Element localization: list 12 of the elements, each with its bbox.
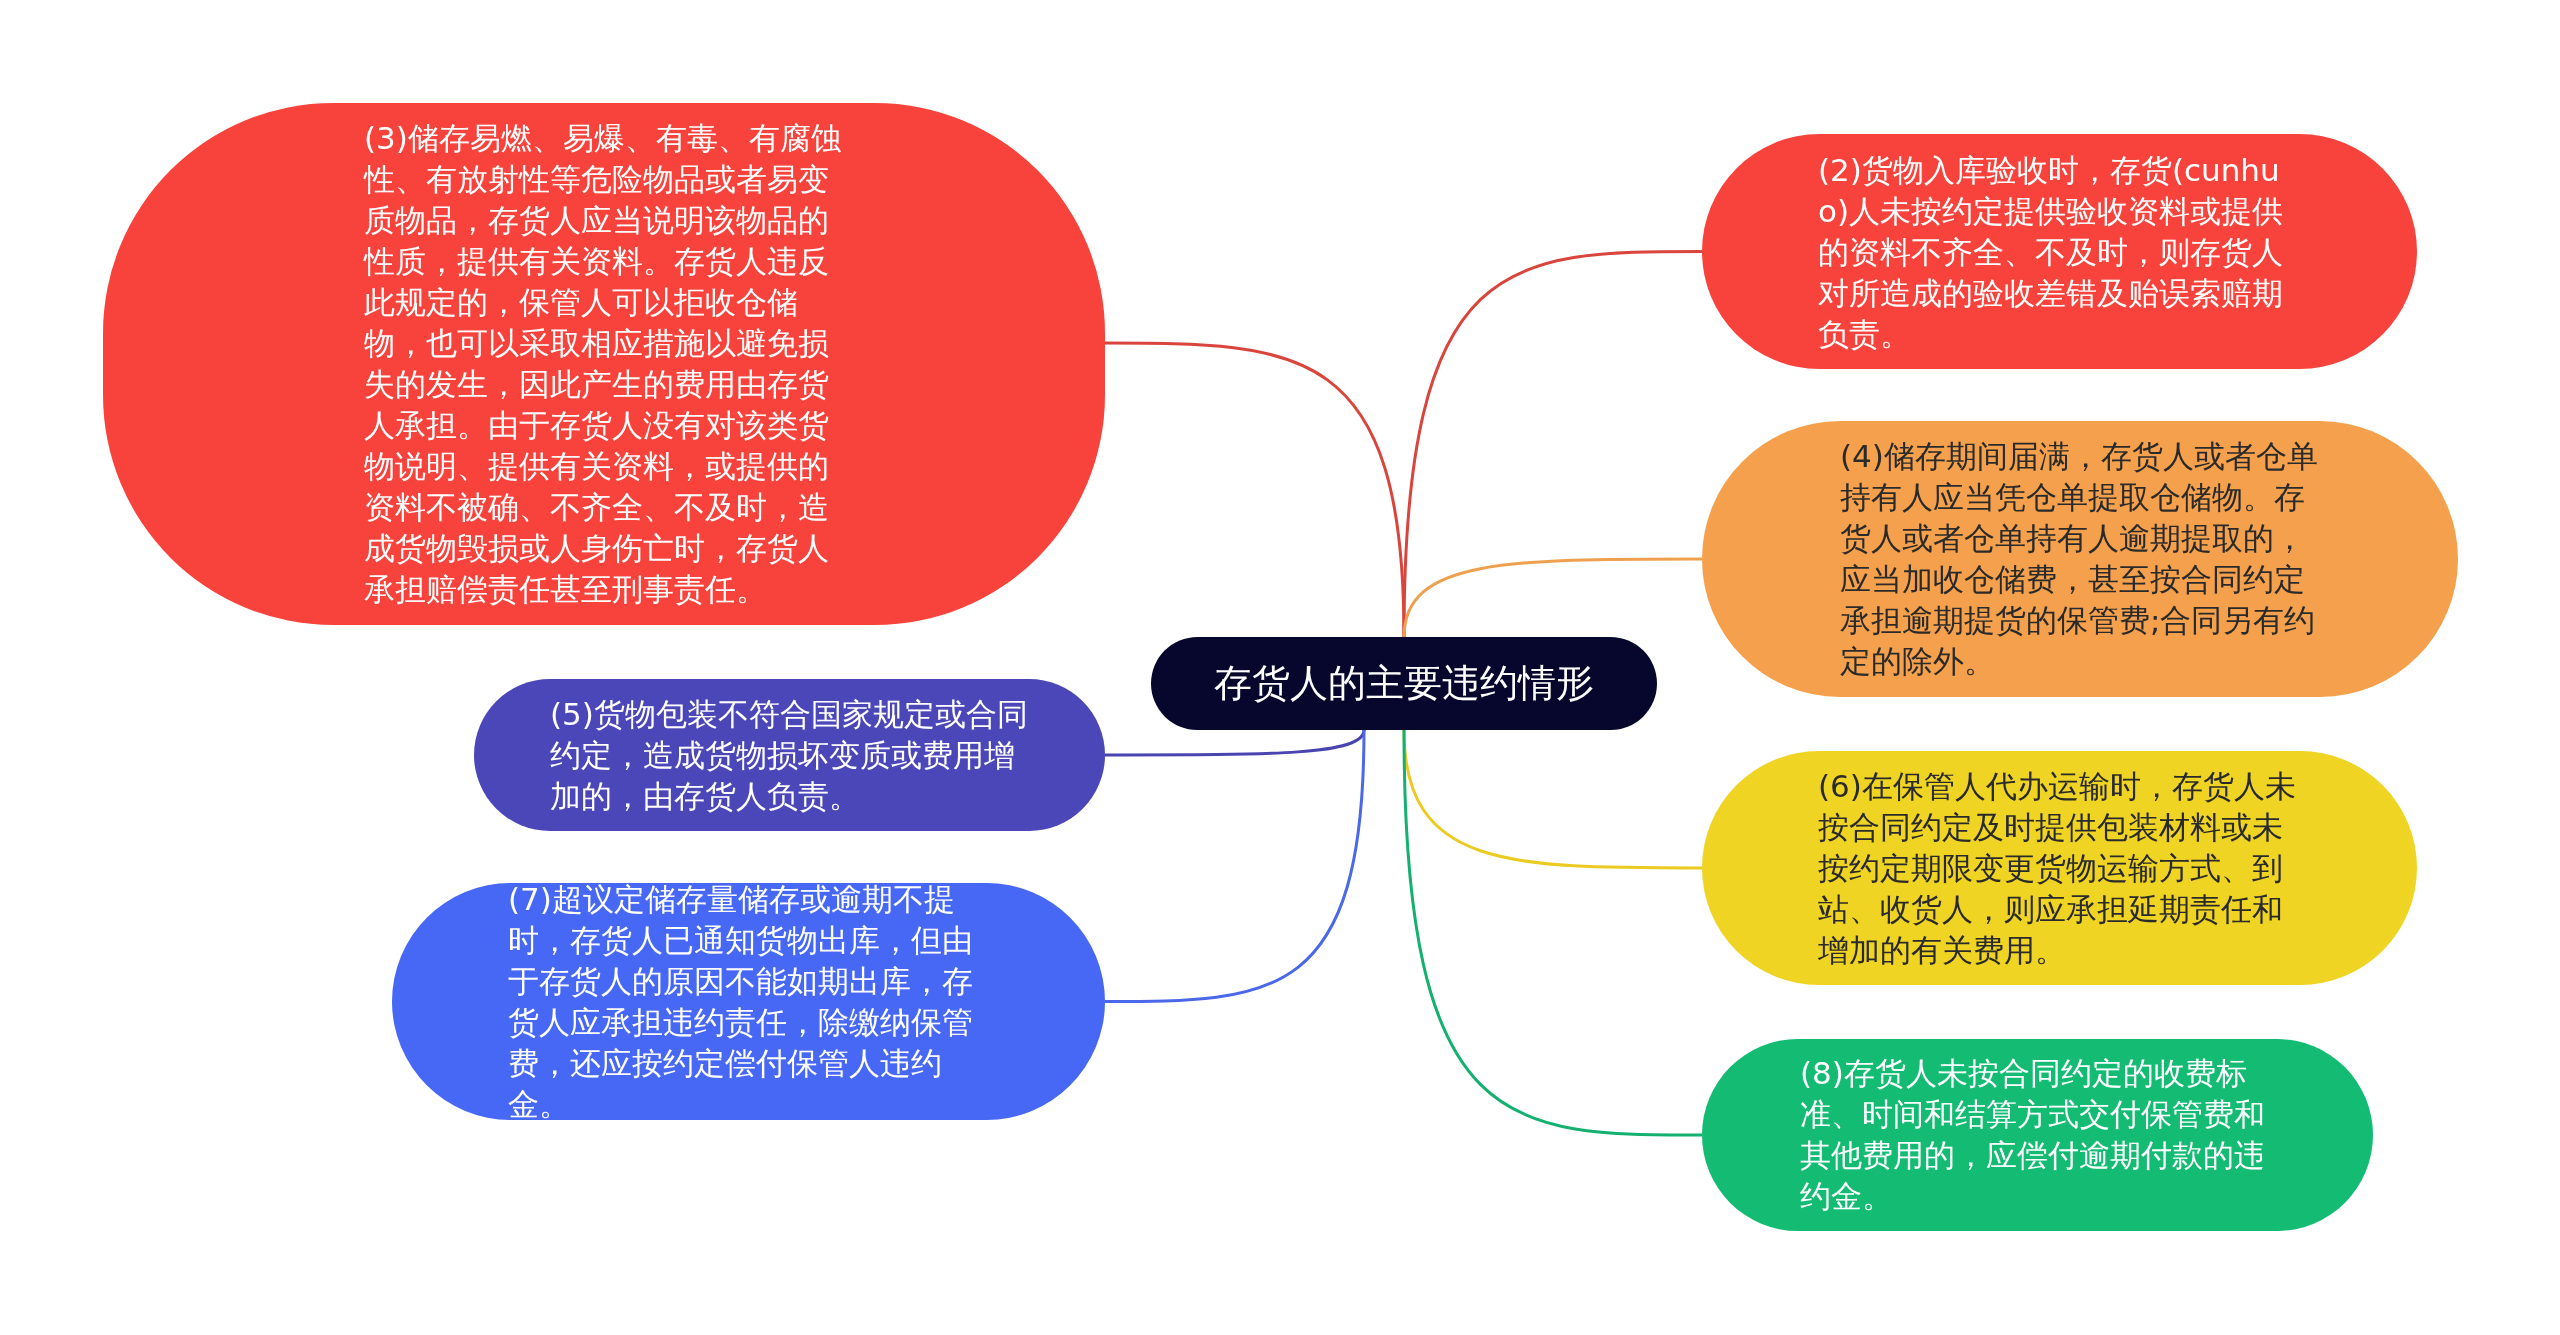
connector-line: [1402, 729, 1702, 1137]
topic-text: (7)超议定储存量储存或逾期不提时，存货人已通知货物出库，但由于存货人的原因不能如期出库，存货人应承担违约责任，除缴纳保管费，还应按约定偿付保管人违约金。: [508, 879, 974, 1124]
topic-text: (6)在保管人代办运输时，存货人未按合同约定及时提供包装材料或未按约定期限变更货物运输方式、到站、收货人，则应承担延期责任和增加的有关费用。: [1818, 766, 2297, 970]
topic-text: (2)货物入库验收时，存货(cunhuo)人未按约定提供验收资料或提供的资料不齐全、不及时，则存货人对所造成的验收差错及贻误索赔期负责。: [1818, 150, 2285, 353]
connector-line: [1105, 341, 1406, 638]
topic-text: (8)存货人未按合同约定的收费标准、时间和结算方式交付保管费和其他费用的，应偿付逾期付款的违约金。: [1800, 1054, 2266, 1216]
connector-line: [1105, 729, 1366, 1003]
connector-line: [1402, 557, 1702, 638]
topic-text: (3)储存易燃、易爆、有毒、有腐蚀性、有放射性等危险物品或者易变质物品，存货人应当说明该物品的性质，提供有关资料。存货人违反此规定的，保管人可以拒收仓储物，也可以采取相应措施以避免损失的发生，因此产生的费用由存货人承担。由于存货人没有对该类货物说明、提供有关资料，或提供的资料不被确、不齐全、不及时，造成货物毁损或人身伤亡时，存货人承担赔偿责任甚至刑事责任。: [364, 119, 843, 609]
topic-title: 存货人的主要违约情形: [1213, 660, 1595, 707]
topic-text: (4)储存期间届满，存货人或者仓单持有人应当凭仓单提取仓储物。存货人或者仓单持有人逾期提取的，应当加收仓储费，甚至按合同约定承担逾期提货的保管费;合同另有约定的除外。: [1840, 437, 2319, 681]
topic-text: (5)货物包装不符合国家规定或合同约定，造成货物损坏变质或费用增加的，由存货人负责。: [550, 694, 1029, 816]
